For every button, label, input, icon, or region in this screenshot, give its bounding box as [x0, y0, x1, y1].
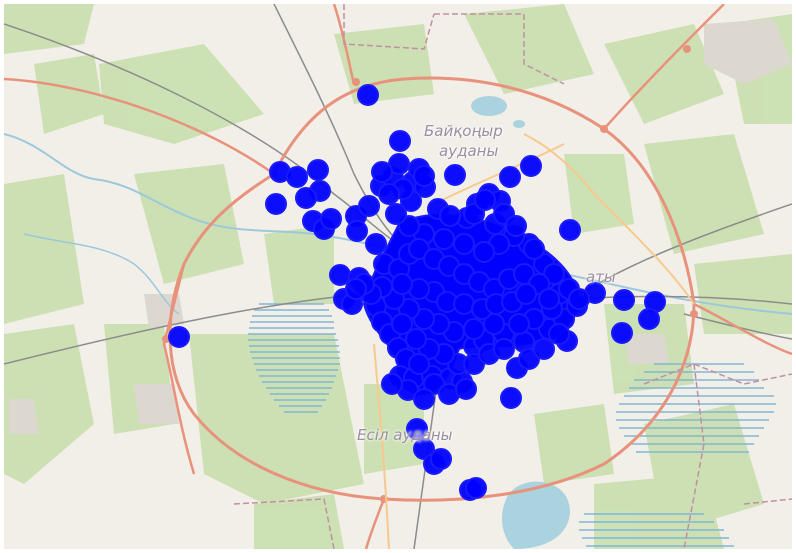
map-marker[interactable]	[638, 308, 660, 330]
map-marker[interactable]	[168, 326, 190, 348]
map-marker[interactable]	[465, 477, 487, 499]
map-marker[interactable]	[389, 130, 411, 152]
map-marker[interactable]	[515, 283, 537, 305]
river-branch	[23, 233, 180, 315]
map-base-layer	[4, 4, 792, 549]
map-view[interactable]: Байқоңыр ауданы аты Есіл ауданы	[4, 4, 792, 549]
map-marker[interactable]	[408, 238, 430, 260]
map-marker[interactable]	[286, 166, 308, 188]
built-areas	[9, 19, 792, 434]
district-label-baikonyr-sub: ауданы	[439, 142, 499, 160]
map-marker[interactable]	[391, 313, 413, 335]
map-marker[interactable]	[391, 273, 413, 295]
map-marker[interactable]	[453, 293, 475, 315]
map-marker[interactable]	[423, 373, 445, 395]
map-marker[interactable]	[295, 187, 317, 209]
district-label-almaty: аты	[586, 268, 616, 286]
marker-layer[interactable]	[168, 84, 666, 501]
map-marker[interactable]	[500, 387, 522, 409]
map-marker[interactable]	[455, 378, 477, 400]
map-marker[interactable]	[463, 353, 485, 375]
map-marker[interactable]	[357, 84, 379, 106]
map-marker[interactable]	[345, 278, 367, 300]
map-marker[interactable]	[406, 418, 428, 440]
ring-road	[168, 76, 696, 502]
district-label-esil: Есіл ауданы	[357, 426, 453, 444]
map-marker[interactable]	[408, 353, 430, 375]
map-marker[interactable]	[473, 241, 495, 263]
secondary-roads	[373, 133, 695, 549]
map-marker[interactable]	[265, 193, 287, 215]
map-canvas[interactable]	[4, 4, 792, 549]
map-marker[interactable]	[568, 288, 590, 310]
map-marker[interactable]	[508, 313, 530, 335]
map-marker[interactable]	[518, 348, 540, 370]
map-marker[interactable]	[358, 195, 380, 217]
map-marker[interactable]	[523, 238, 545, 260]
map-marker[interactable]	[413, 308, 435, 330]
map-marker[interactable]	[381, 373, 403, 395]
map-marker[interactable]	[463, 318, 485, 340]
map-marker[interactable]	[520, 155, 542, 177]
map-marker[interactable]	[405, 328, 427, 350]
map-marker[interactable]	[444, 164, 466, 186]
map-marker[interactable]	[385, 203, 407, 225]
map-marker[interactable]	[613, 289, 635, 311]
map-marker[interactable]	[453, 233, 475, 255]
map-marker[interactable]	[439, 205, 461, 227]
map-marker[interactable]	[329, 264, 351, 286]
map-marker[interactable]	[543, 263, 565, 285]
map-marker[interactable]	[320, 208, 342, 230]
map-marker[interactable]	[493, 338, 515, 360]
map-marker[interactable]	[371, 161, 393, 183]
map-marker[interactable]	[413, 438, 435, 460]
map-marker[interactable]	[559, 219, 581, 241]
water-bodies	[471, 96, 570, 549]
district-boundaries	[233, 4, 792, 549]
map-marker[interactable]	[474, 189, 496, 211]
map-marker[interactable]	[378, 183, 400, 205]
map-marker[interactable]	[611, 322, 633, 344]
map-marker[interactable]	[548, 323, 570, 345]
map-marker[interactable]	[533, 338, 555, 360]
map-marker[interactable]	[538, 288, 560, 310]
map-marker[interactable]	[505, 215, 527, 237]
marsh-right	[579, 363, 776, 547]
radial-roads	[4, 4, 792, 549]
map-marker[interactable]	[499, 166, 521, 188]
map-marker[interactable]	[307, 159, 329, 181]
map-marker[interactable]	[413, 388, 435, 410]
map-marker[interactable]	[433, 228, 455, 250]
map-marker[interactable]	[346, 220, 368, 242]
map-marker[interactable]	[430, 448, 452, 470]
district-label-baikonyr: Байқоңыр	[424, 122, 503, 140]
map-marker[interactable]	[413, 165, 435, 187]
marsh-left	[248, 303, 340, 413]
map-marker[interactable]	[365, 233, 387, 255]
